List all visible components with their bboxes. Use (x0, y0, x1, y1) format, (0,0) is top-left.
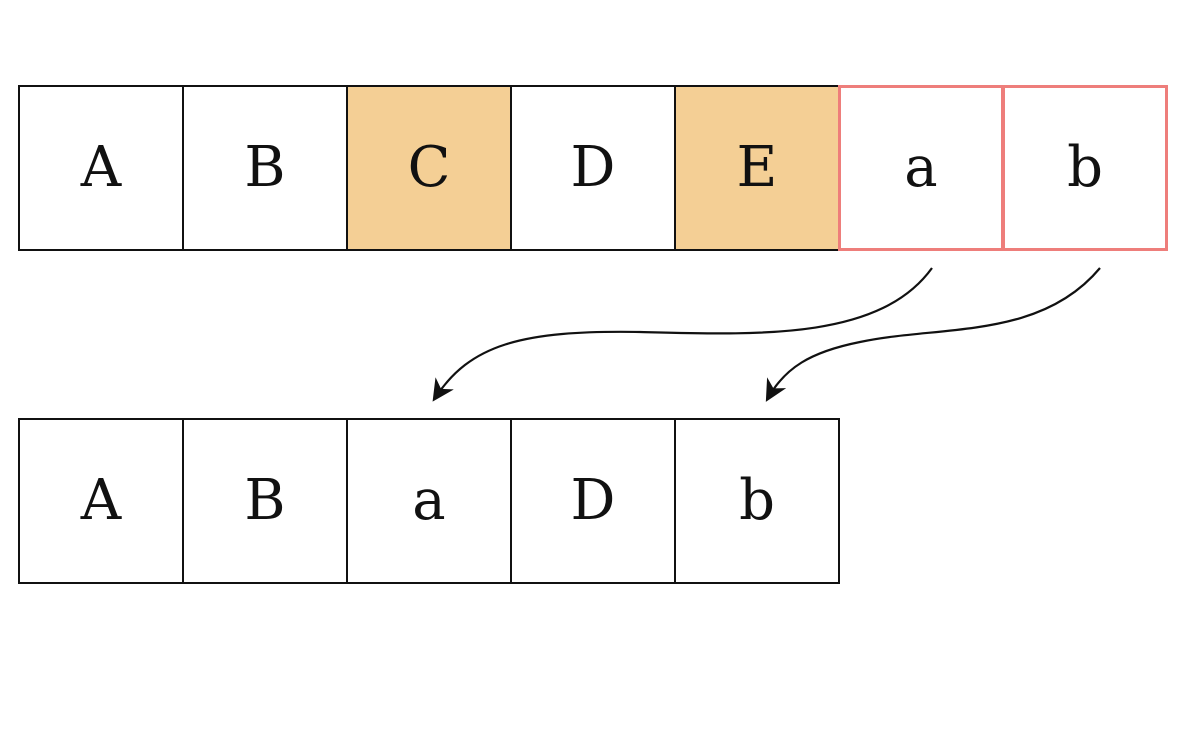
cell-label: B (244, 468, 286, 533)
cell-label: D (570, 468, 616, 533)
cell-label: a (904, 135, 938, 200)
source-cell-a-upper: A (18, 85, 184, 251)
cell-label: D (570, 135, 616, 200)
arrow-b-to-result (765, 267, 1101, 402)
result-cell-b-upper: B (182, 418, 348, 584)
cell-label: B (244, 135, 286, 200)
arrow-a-to-result (432, 267, 933, 402)
result-row: A B a D b (18, 418, 840, 584)
cell-label: C (407, 135, 451, 200)
source-cell-d-upper: D (510, 85, 676, 251)
result-cell-a-upper: A (18, 418, 184, 584)
source-cell-c-upper: C (346, 85, 512, 251)
source-cell-b-upper: B (182, 85, 348, 251)
source-cell-b-lower: b (1002, 85, 1168, 251)
source-row: A B C D E a b (18, 85, 1168, 251)
source-cell-a-lower: a (838, 85, 1004, 251)
cell-label: E (736, 135, 778, 200)
cell-label: b (1067, 135, 1103, 200)
source-cell-e-upper: E (674, 85, 840, 251)
cell-label: b (739, 468, 775, 533)
cell-label: a (412, 468, 446, 533)
cell-label: A (80, 135, 122, 200)
result-cell-b-lower: b (674, 418, 840, 584)
result-cell-a-lower: a (346, 418, 512, 584)
result-cell-d-upper: D (510, 418, 676, 584)
cell-label: A (80, 468, 122, 533)
